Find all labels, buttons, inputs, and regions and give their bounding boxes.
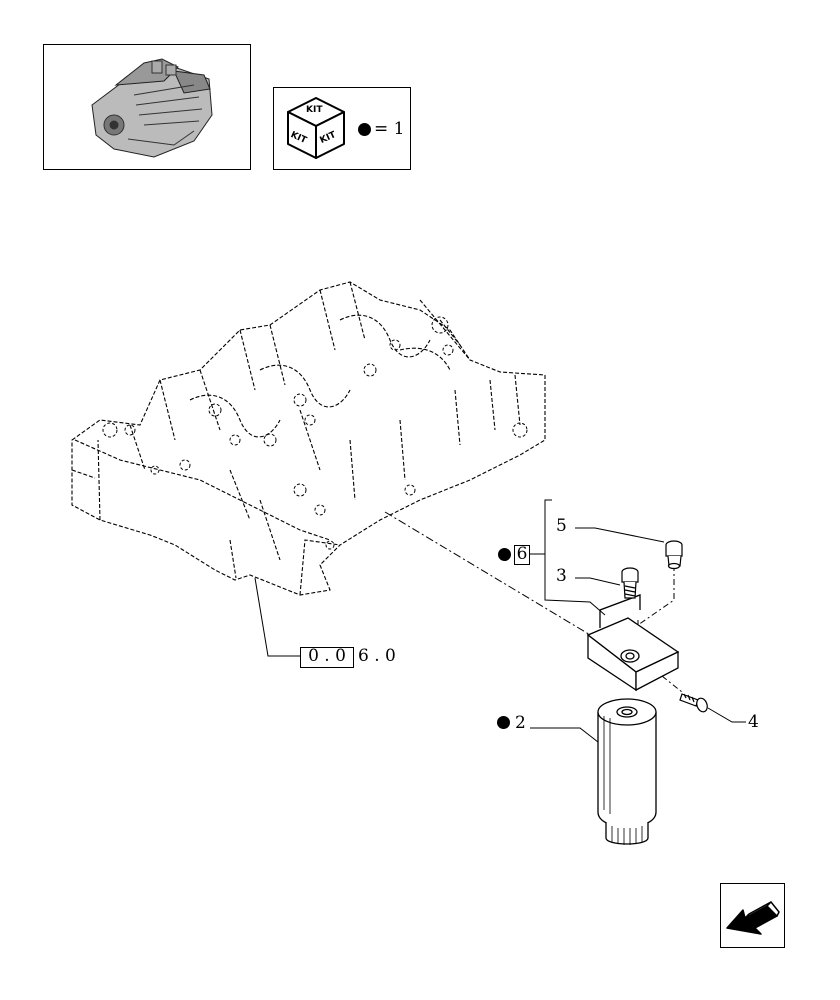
callout-6: 6	[514, 545, 530, 565]
screw-5	[665, 540, 683, 570]
callout-leaders	[530, 527, 746, 743]
engine-thumbnail-icon	[91, 58, 213, 158]
next-page-arrow-icon	[726, 901, 780, 935]
screw-3	[621, 567, 639, 599]
kit-dot-icon	[358, 123, 371, 136]
bolt-4	[679, 693, 708, 713]
kit-cube-icon	[287, 97, 345, 159]
bolt-axis-line	[661, 675, 683, 693]
callout-2: 2	[515, 713, 526, 733]
callout-3: 3	[556, 566, 567, 586]
kit-bracket	[544, 499, 606, 616]
kit-dot-2	[497, 716, 510, 729]
assembly-axis-line	[384, 511, 613, 649]
fuel-filter-2	[597, 698, 657, 845]
reference-rest[interactable]: 6 . 0	[358, 646, 396, 666]
callout-5: 5	[556, 516, 567, 536]
cylinder-head-outline	[71, 281, 546, 596]
kit-dot-6	[498, 548, 511, 561]
callout-4: 4	[748, 712, 759, 732]
engine-thumbnail	[43, 44, 251, 170]
filter-support-bracket	[586, 594, 680, 692]
kit-equals-text: = 1	[374, 119, 405, 139]
kit-legend: KIT KIT KIT = 1	[273, 87, 411, 170]
reference-leader	[254, 577, 300, 657]
reference-boxed[interactable]: 0 . 0	[300, 647, 354, 668]
kit-label-top: KIT	[306, 105, 323, 115]
next-page-button[interactable]	[720, 883, 785, 948]
